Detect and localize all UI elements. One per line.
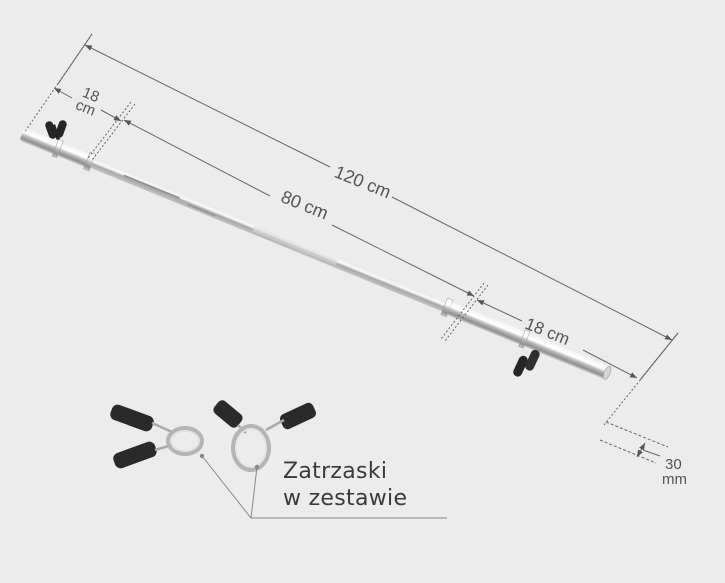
- barbell: [20, 128, 612, 380]
- collars-included-callout: Zatrzaski w zestawie: [283, 458, 407, 512]
- diameter-unit: mm: [662, 471, 687, 488]
- spring-collars-illustration: [110, 400, 447, 519]
- callout-line-2: w zestawie: [283, 486, 408, 511]
- left-collar-stop: [51, 138, 64, 159]
- callout-line-1: Zatrzaski: [283, 459, 388, 484]
- left-collar-clip: [45, 120, 67, 140]
- right-sleeve: [447, 302, 610, 380]
- dimension-lines: [23, 33, 679, 464]
- right-collar-stop: [518, 329, 531, 349]
- knurling: [252, 225, 338, 266]
- right-collar-clip: [513, 349, 540, 377]
- diameter-label: 30 mm: [662, 457, 687, 487]
- bar-end-cap: [603, 365, 612, 380]
- diameter-value: 30: [665, 456, 682, 473]
